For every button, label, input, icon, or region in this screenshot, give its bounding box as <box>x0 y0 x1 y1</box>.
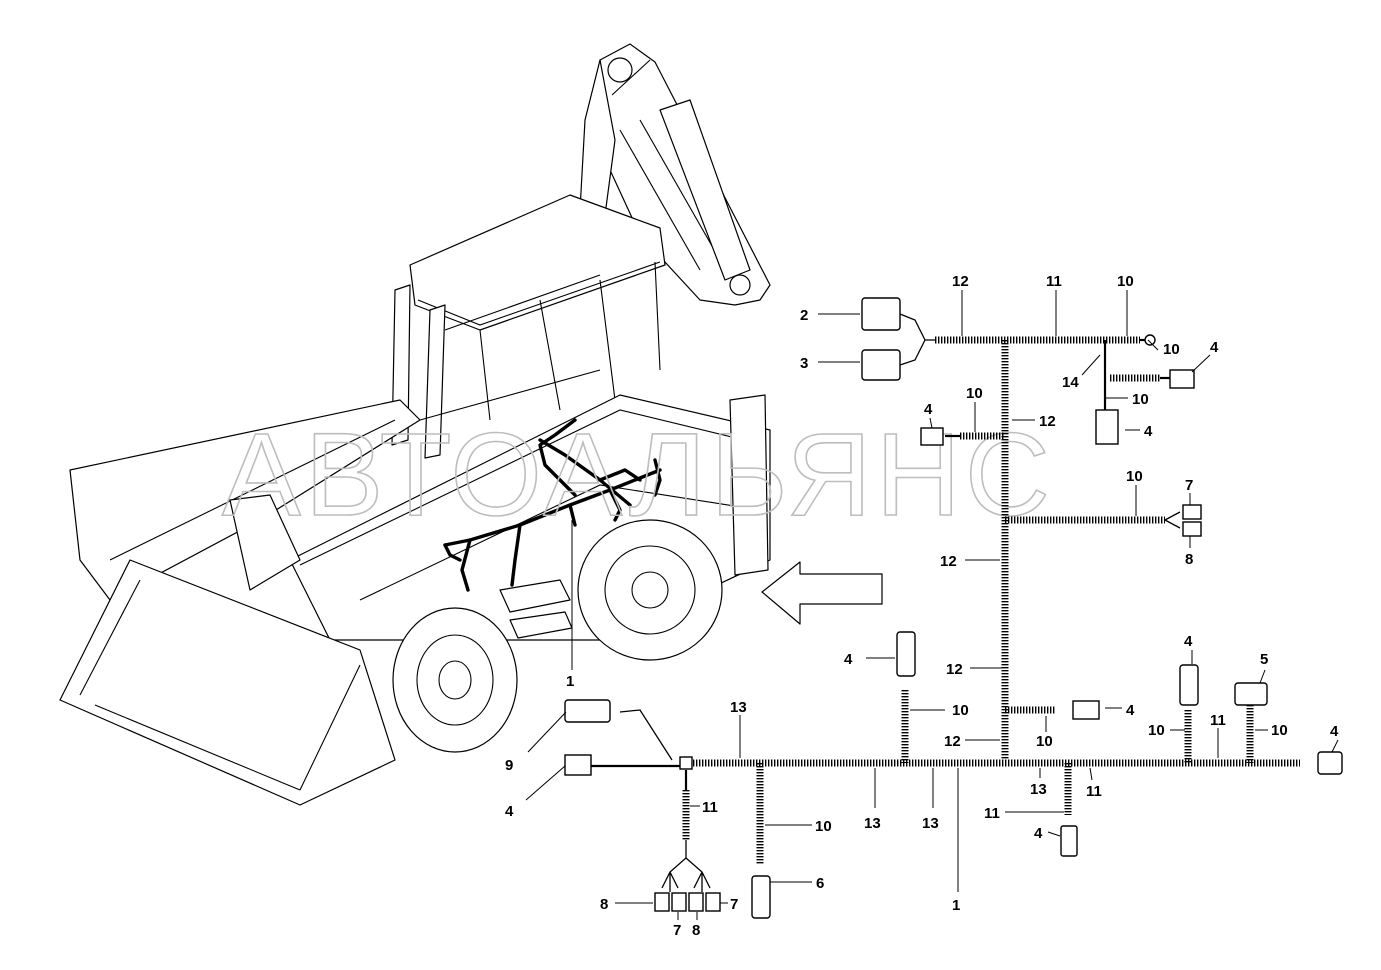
connector-8-top <box>1182 521 1202 537</box>
label-8: 8 <box>692 922 700 939</box>
label-9: 9 <box>505 757 513 774</box>
label-13: 13 <box>1030 781 1047 798</box>
label-8: 8 <box>1185 551 1193 568</box>
label-10: 10 <box>1036 733 1053 750</box>
label-2: 2 <box>800 307 808 324</box>
label-7: 7 <box>730 896 738 913</box>
label-4: 4 <box>1126 702 1135 719</box>
connector-7-top <box>1182 504 1202 520</box>
label-4: 4 <box>844 651 853 668</box>
connector-4-right-upper <box>1179 664 1199 706</box>
label-4: 4 <box>924 401 933 418</box>
label-10: 10 <box>815 818 832 835</box>
label-4: 4 <box>1184 633 1193 650</box>
label-13: 13 <box>864 815 881 832</box>
label-10: 10 <box>1148 722 1165 739</box>
connector-4-mid <box>1095 409 1119 445</box>
connector-4-bottom-left <box>564 754 592 776</box>
label-7: 7 <box>673 922 681 939</box>
label-10: 10 <box>1117 273 1134 290</box>
label-8: 8 <box>600 896 608 913</box>
label-10: 10 <box>952 702 969 719</box>
connector-7-bottom-right <box>705 892 721 912</box>
connector-3 <box>861 349 901 381</box>
label-14: 14 <box>1062 374 1079 391</box>
label-4: 4 <box>1144 423 1153 440</box>
label-5: 5 <box>1260 651 1268 668</box>
connector-4-center-right <box>1072 700 1100 720</box>
direction-arrow <box>761 561 883 625</box>
label-4: 4 <box>1330 723 1339 740</box>
label-4: 4 <box>1034 825 1043 842</box>
label-11: 11 <box>1086 783 1102 800</box>
connector-4-lower <box>1060 825 1078 857</box>
label-12: 12 <box>952 273 969 290</box>
connector-2 <box>861 297 901 331</box>
label-4: 4 <box>1210 339 1219 356</box>
connector-7-bottom-left <box>671 892 687 912</box>
label-7: 7 <box>1185 477 1193 494</box>
connector-6 <box>751 875 771 919</box>
label-11: 11 <box>1046 273 1062 290</box>
backhoe-loader-illustration <box>59 43 771 806</box>
watermark: АВТОАЛЬЯНС <box>222 409 1054 541</box>
machine-callout-1: 1 <box>566 673 574 690</box>
label-10: 10 <box>1126 468 1143 485</box>
connector-4-center <box>896 631 916 677</box>
top-harness: 12 11 10 2 3 10 4 14 10 4 10 12 4 10 7 8… <box>800 273 1219 760</box>
label-1: 1 <box>952 897 960 914</box>
label-12: 12 <box>1039 413 1056 430</box>
label-13: 13 <box>730 699 747 716</box>
label-10: 10 <box>1271 722 1288 739</box>
connector-4-top-right <box>1169 369 1195 389</box>
label-12: 12 <box>940 553 957 570</box>
label-3: 3 <box>800 355 808 372</box>
connector-4-right-end <box>1317 751 1343 775</box>
label-4: 4 <box>505 803 514 820</box>
connector-9 <box>564 699 611 723</box>
label-11: 11 <box>702 799 718 816</box>
connector-5 <box>1234 682 1268 706</box>
label-13: 13 <box>922 815 939 832</box>
label-6: 6 <box>816 875 824 892</box>
connector-8-bottom-left <box>654 892 670 912</box>
label-11: 11 <box>1210 712 1226 729</box>
connector-4-top-left <box>920 427 944 446</box>
label-10: 10 <box>1132 391 1149 408</box>
label-10: 10 <box>966 385 983 402</box>
label-10: 10 <box>1163 341 1180 358</box>
label-11: 11 <box>984 805 1000 822</box>
label-12: 12 <box>944 733 961 750</box>
connector-8-bottom-right <box>688 892 704 912</box>
label-12: 12 <box>946 661 963 678</box>
bottom-harness: 4 12 4 5 10 4 9 13 12 10 10 11 10 4 4 11… <box>505 631 1343 939</box>
